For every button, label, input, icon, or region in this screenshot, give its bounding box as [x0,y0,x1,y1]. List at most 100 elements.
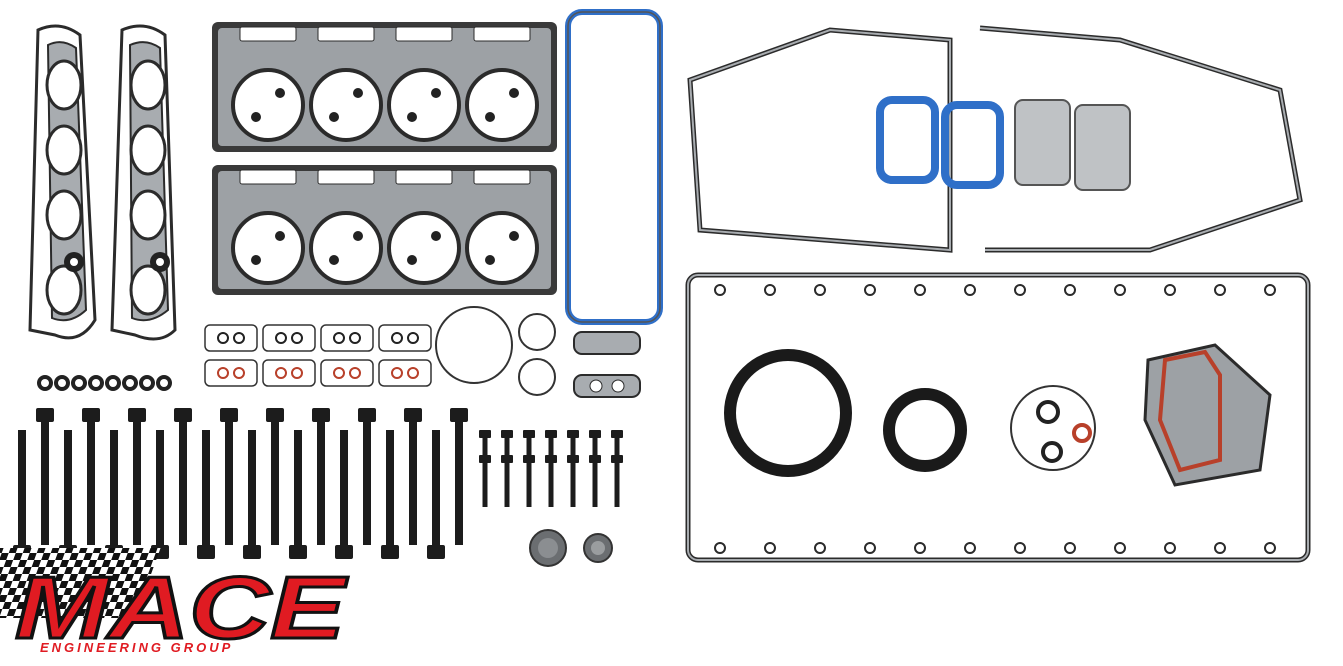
coolant-port [239,26,297,42]
bolt-shank [110,430,118,548]
bolt-shank [87,420,95,545]
bolt-head [589,455,601,463]
o-ring [275,367,287,379]
bolt-shank [409,420,417,545]
bolt-hole [1114,542,1126,554]
o-ring-card [320,324,374,352]
o-ring-card [262,324,316,352]
bolt-hole [1164,542,1176,554]
bolt-head [450,408,468,422]
bolt-shank [248,430,256,548]
head-gasket-top [212,22,557,152]
o-ring [407,332,419,344]
small-bolts [479,430,623,507]
bolt-head [266,408,284,422]
head-gasket-bottom [212,165,557,295]
large-o-rings [435,306,556,396]
head-bolt-hole [251,255,261,265]
bolt-hole [864,542,876,554]
bolt-head [523,430,535,438]
head-bolt-hole [353,231,363,241]
intake-port [45,124,83,176]
bolt-shank [179,420,187,545]
bolt-head [243,545,261,559]
valve-seal [105,375,121,391]
oil-plugs [529,529,613,567]
bolt-shank [133,420,141,545]
coolant-port [395,26,453,42]
valve-seal [71,375,87,391]
bolt-head [611,455,623,463]
head-bolt-hole [407,112,417,122]
intake-port [129,264,167,316]
valve-seal [88,375,104,391]
coolant-port [395,169,453,185]
bolt-hole [764,542,776,554]
oil-pump-o-rings [1010,385,1096,471]
bolt-hole [1214,542,1226,554]
head-bolt-hole [275,88,285,98]
front-cover-gasket [687,25,1303,253]
cylinder-bore [309,68,383,142]
head-bolt-hole [251,112,261,122]
bolt-head [128,408,146,422]
head-bolt-hole [485,255,495,265]
bolt-hole [1264,284,1276,296]
small-port-gaskets [573,331,641,398]
intake-port [129,189,167,241]
coolant-port [317,26,375,42]
head-bolt-hole [329,112,339,122]
bolt-hole [914,542,926,554]
valve-seal [37,375,53,391]
bolt-hole [864,284,876,296]
bolt-shank [482,462,488,507]
o-ring [233,332,245,344]
bolt-shank [570,462,576,507]
bolt-hole [714,542,726,554]
oil-pan-gasket [685,272,1311,563]
bolt-hole [1064,284,1076,296]
head-bolt-hole [353,88,363,98]
head-bolt-hole [275,231,285,241]
bolt-head [358,408,376,422]
bolt-shank [317,420,325,545]
bolt-shank [294,430,302,548]
o-ring [349,332,361,344]
o-ring [333,332,345,344]
o-ring-card [378,324,432,352]
bolt-head [36,408,54,422]
bolt-shank [504,462,510,507]
bolt-head [289,545,307,559]
o-ring-card [378,359,432,387]
bolt-head [82,408,100,422]
bolt-head [174,408,192,422]
o-ring [291,367,303,379]
bolt-shank [225,420,233,545]
bolt-shank [363,420,371,545]
bolt-head [523,455,535,463]
cylinder-bore [465,68,539,142]
head-bolt-hole [329,255,339,265]
o-ring [391,332,403,344]
o-ring [275,332,287,344]
cylinder-bore [231,211,305,285]
small-seals [37,252,172,391]
coolant-port [317,169,375,185]
bolt-shank [41,420,49,545]
crankshaft-seals [724,349,967,477]
bolt-shank [271,420,279,545]
bolt-head [545,455,557,463]
bolt-hole [964,542,976,554]
logo-brand: MACE [15,558,348,657]
intake-port [45,189,83,241]
coolant-port [239,169,297,185]
bolt-head [312,408,330,422]
intake-manifold-gasket-right [110,24,177,341]
valve-seal [54,375,70,391]
mace-logo: MACE ENGINEERING GROUP [0,548,349,659]
head-bolt-hole [431,88,441,98]
bolt-head [501,455,513,463]
bolt-hole [914,284,926,296]
bolt-head [427,545,445,559]
